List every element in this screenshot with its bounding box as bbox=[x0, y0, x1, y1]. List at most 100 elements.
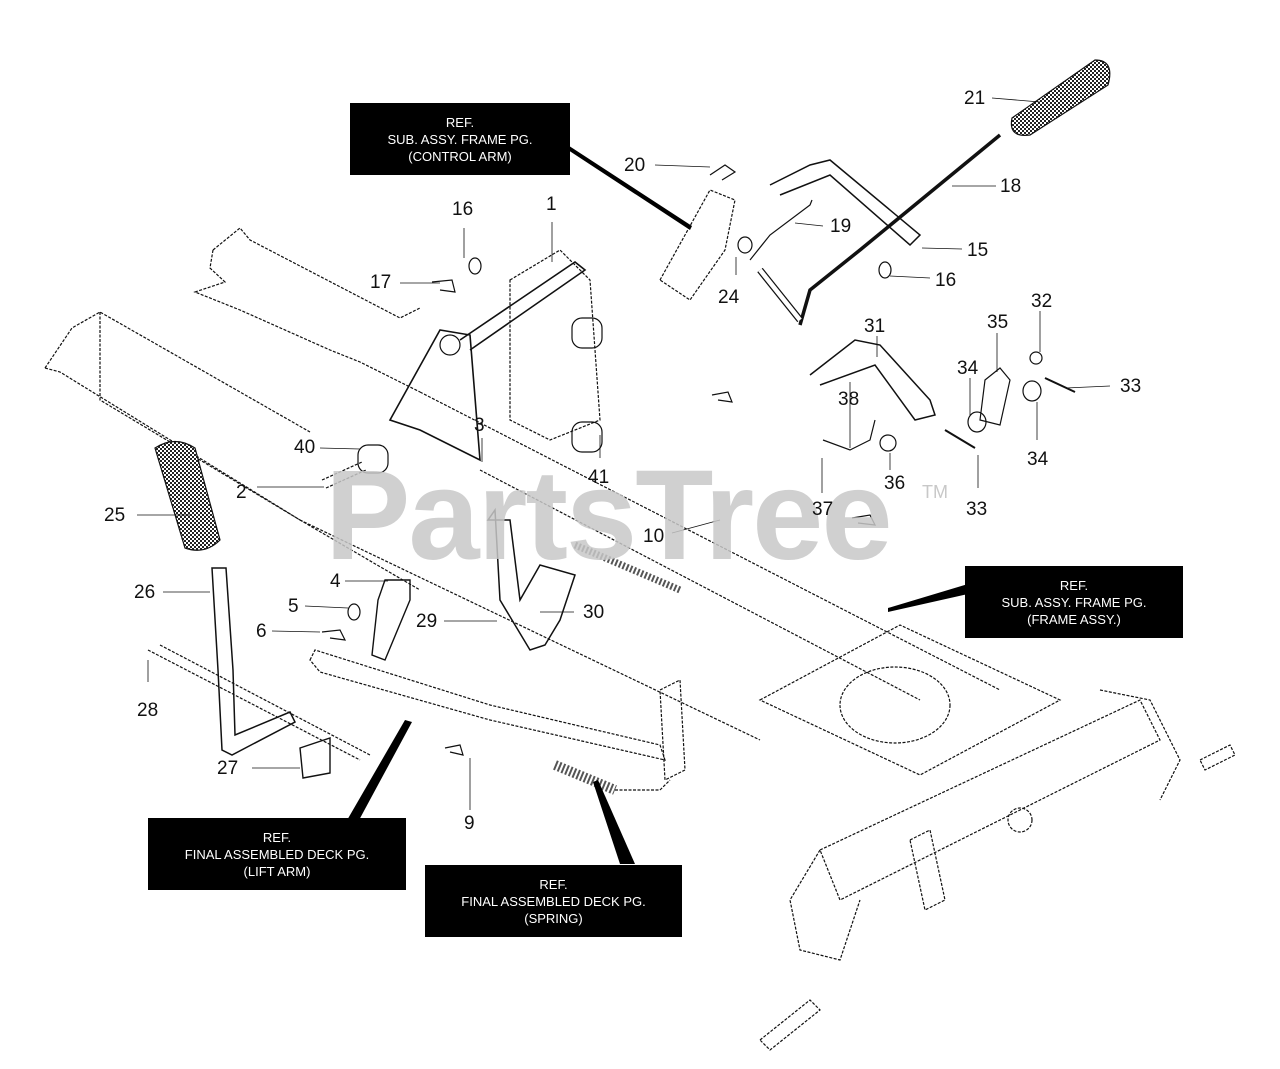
bushing-upper bbox=[571, 317, 603, 349]
callout-16[interactable]: 16 bbox=[935, 270, 957, 291]
control-arm bbox=[769, 159, 922, 247]
trademark-symbol: TM bbox=[922, 482, 948, 502]
ref-line: SUB. ASSY. FRAME PG. bbox=[1001, 594, 1147, 610]
callout-24[interactable]: 24 bbox=[718, 287, 740, 308]
callout-32[interactable]: 32 bbox=[1031, 291, 1053, 312]
callout-18[interactable]: 18 bbox=[1000, 176, 1022, 197]
washer-16b bbox=[878, 261, 892, 279]
ref-line: FINAL ASSEMBLED DECK PG. bbox=[461, 893, 646, 909]
ref-line: REF. bbox=[1059, 577, 1089, 593]
hair-pin-clip-9 bbox=[444, 744, 464, 756]
callout-37[interactable]: 37 bbox=[812, 499, 834, 520]
ref-box-spring[interactable]: REF. FINAL ASSEMBLED DECK PG. (SPRING) bbox=[425, 865, 682, 937]
callout-26[interactable]: 26 bbox=[134, 582, 156, 603]
axle-bearing bbox=[1007, 807, 1033, 833]
frame-main-member bbox=[299, 391, 1001, 741]
hanger-bracket bbox=[659, 679, 686, 781]
callout-40[interactable]: 40 bbox=[294, 437, 316, 458]
ref-box-lift-arm[interactable]: REF. FINAL ASSEMBLED DECK PG. (LIFT ARM) bbox=[148, 818, 406, 890]
callout-34[interactable]: 34 bbox=[1027, 449, 1049, 470]
hand-grip-21 bbox=[1010, 59, 1111, 136]
frame-rail-upper bbox=[193, 227, 421, 393]
hair-pin-clip-upper bbox=[711, 391, 733, 403]
washer-5 bbox=[347, 603, 361, 621]
hair-pin-clip-37 bbox=[851, 514, 877, 526]
rear-bracket bbox=[509, 249, 601, 441]
nut-36 bbox=[879, 434, 897, 452]
callout-38[interactable]: 38 bbox=[838, 389, 860, 410]
callout-16[interactable]: 16 bbox=[452, 199, 474, 220]
callout-3[interactable]: 3 bbox=[474, 415, 485, 436]
callout-31[interactable]: 31 bbox=[864, 316, 886, 337]
pointer-lift-arm bbox=[346, 720, 412, 822]
ref-line: (LIFT ARM) bbox=[243, 863, 311, 879]
tension-spring bbox=[573, 541, 682, 594]
callout-33[interactable]: 33 bbox=[966, 499, 988, 520]
callout-36[interactable]: 36 bbox=[884, 473, 906, 494]
bolt-2 bbox=[321, 461, 367, 489]
ref-line: REF. bbox=[539, 876, 568, 892]
lift-lever-bracket bbox=[371, 579, 411, 661]
cotter-pin-33a bbox=[944, 429, 976, 449]
cross-shaft bbox=[459, 261, 587, 351]
lift-arm bbox=[309, 649, 666, 761]
bushing-lower bbox=[571, 421, 603, 453]
callout-17[interactable]: 17 bbox=[370, 272, 392, 293]
ref-line: (CONTROL ARM) bbox=[408, 148, 512, 164]
pivot-plate bbox=[388, 329, 481, 462]
callout-5[interactable]: 5 bbox=[288, 596, 299, 617]
callout-35[interactable]: 35 bbox=[987, 312, 1009, 333]
callout-25[interactable]: 25 bbox=[104, 505, 126, 526]
bolt-28b bbox=[159, 644, 371, 756]
torsion-spring bbox=[749, 199, 813, 261]
control-lever bbox=[798, 133, 1002, 326]
callout-27[interactable]: 27 bbox=[217, 758, 239, 779]
pointer-control-arm bbox=[560, 140, 692, 230]
callout-19[interactable]: 19 bbox=[830, 216, 852, 237]
control-lever-inner bbox=[865, 139, 1005, 257]
mount-plate bbox=[486, 507, 576, 651]
partstree-watermark: PartsTree bbox=[325, 444, 892, 587]
callout-29[interactable]: 29 bbox=[416, 611, 438, 632]
pivot-pin-inner bbox=[758, 268, 802, 322]
washer-16a bbox=[468, 257, 482, 275]
callout-15[interactable]: 15 bbox=[967, 240, 989, 261]
callout-10[interactable]: 10 bbox=[643, 526, 665, 547]
ref-line: REF. bbox=[445, 114, 475, 130]
pointer-frame-assy bbox=[888, 584, 968, 612]
callout-2[interactable]: 2 bbox=[236, 482, 247, 503]
ref-line: FINAL ASSEMBLED DECK PG. bbox=[184, 846, 370, 862]
washer-34a bbox=[967, 411, 987, 433]
callout-33[interactable]: 33 bbox=[1120, 376, 1142, 397]
front-stub-left bbox=[759, 999, 821, 1051]
link-arm bbox=[809, 339, 936, 421]
control-arm-bracket bbox=[659, 189, 736, 301]
callout-34[interactable]: 34 bbox=[957, 358, 979, 379]
callout-6[interactable]: 6 bbox=[256, 621, 267, 642]
callout-28[interactable]: 28 bbox=[137, 700, 159, 721]
frame-plate bbox=[758, 624, 1062, 776]
front-stub-right bbox=[1199, 744, 1236, 771]
callout-4[interactable]: 4 bbox=[330, 571, 341, 592]
frame-rail-lower bbox=[44, 311, 421, 591]
bushing-40 bbox=[357, 444, 389, 474]
hair-pin-clip-6 bbox=[321, 629, 347, 641]
callout-30[interactable]: 30 bbox=[583, 602, 605, 623]
pedal-rod bbox=[211, 567, 296, 756]
ref-box-control-arm[interactable]: REF. SUB. ASSY. FRAME PG. (CONTROL ARM) bbox=[350, 103, 570, 175]
bolt-28a bbox=[147, 649, 361, 761]
ref-line: REF. bbox=[262, 829, 292, 845]
front-spindle-left bbox=[789, 849, 861, 961]
deck-spring-hook bbox=[615, 779, 671, 791]
ref-line: SUB. ASSY. FRAME PG. bbox=[387, 131, 533, 147]
callout-1[interactable]: 1 bbox=[546, 194, 557, 215]
callout-21[interactable]: 21 bbox=[964, 88, 986, 109]
pointer-spring bbox=[593, 780, 635, 864]
hair-pin-clip-20 bbox=[709, 164, 737, 181]
ref-box-frame-assy[interactable]: REF. SUB. ASSY. FRAME PG. (FRAME ASSY.) bbox=[965, 566, 1183, 638]
axle-bracket bbox=[909, 829, 946, 911]
callout-20[interactable]: 20 bbox=[624, 155, 646, 176]
callout-41[interactable]: 41 bbox=[588, 467, 610, 488]
callout-9[interactable]: 9 bbox=[464, 813, 475, 834]
